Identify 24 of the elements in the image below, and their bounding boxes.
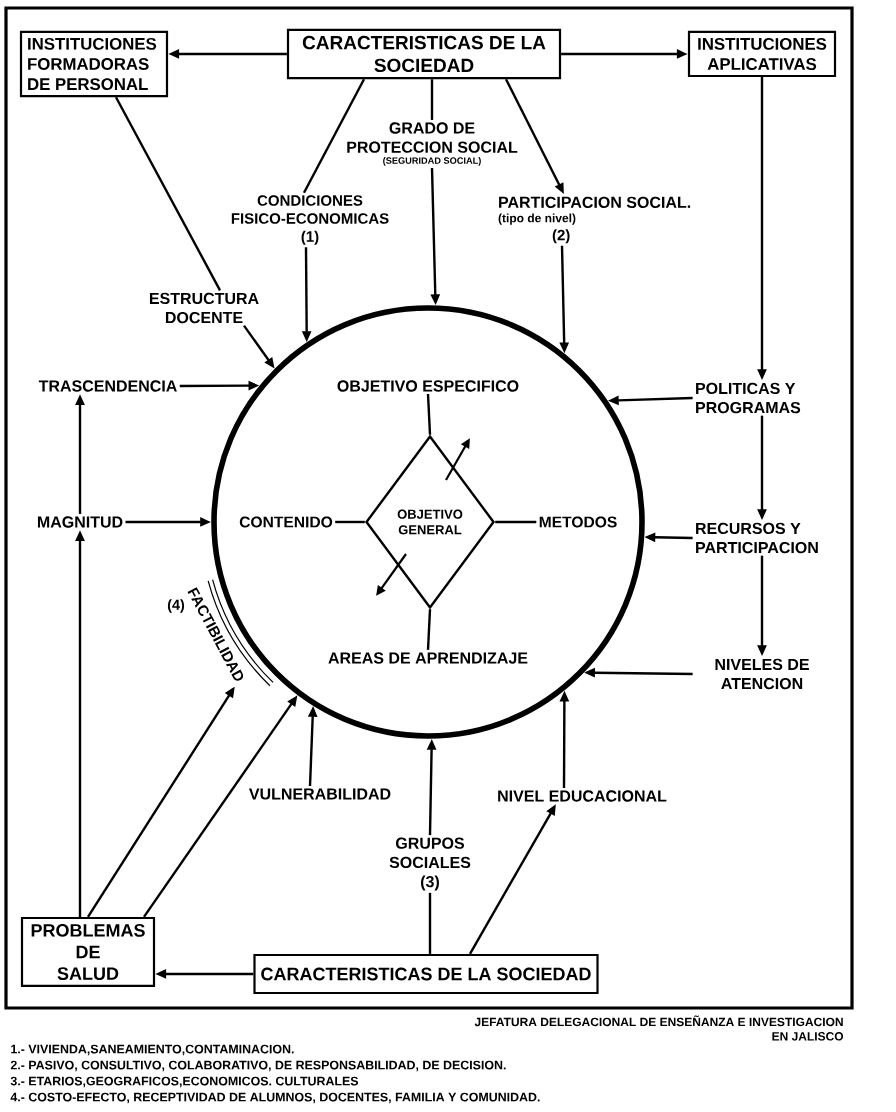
node-label: NIVELES DE ATENCION	[715, 658, 809, 690]
connector-line	[430, 79, 434, 120]
connector-line	[428, 892, 432, 954]
text-box: INSTITUCIONES APLICATIVAS	[687, 30, 837, 78]
node-label: AREAS DE APRENDIZAJE	[328, 652, 528, 664]
connector-line	[426, 609, 432, 650]
node-label: POLITICAS Y PROGRAMAS	[696, 382, 801, 414]
node-label: ESTRUCTURA DOCENTE	[149, 292, 259, 324]
node-label: GRUPOS SOCIALES (3)	[389, 837, 471, 891]
connector-line	[114, 96, 222, 291]
connector-line	[335, 520, 365, 524]
text-box: CARACTERISTICAS DE LA SOCIEDAD	[253, 953, 599, 995]
text-box: INSTITUCIONES FORMADORAS DE PERSONAL	[19, 30, 169, 98]
node-label: OBJETIVO ESPECIFICO	[337, 380, 519, 392]
node-label: MAGNITUD	[37, 516, 123, 528]
node-label: NIVEL EDUCACIONAL	[498, 790, 667, 802]
text-box: PROBLEMAS DE SALUD	[20, 916, 156, 988]
connector-line	[495, 520, 537, 524]
node-label: RECURSOS Y PARTICIPACION	[696, 522, 818, 554]
connector-line	[302, 78, 366, 194]
node-label: VULNERABILIDAD	[249, 788, 391, 800]
connector-line	[426, 394, 432, 435]
text-box: CARACTERISTICAS DE LA SOCIEDAD	[286, 28, 562, 80]
node-label: TRASCENDENCIA	[38, 380, 177, 392]
